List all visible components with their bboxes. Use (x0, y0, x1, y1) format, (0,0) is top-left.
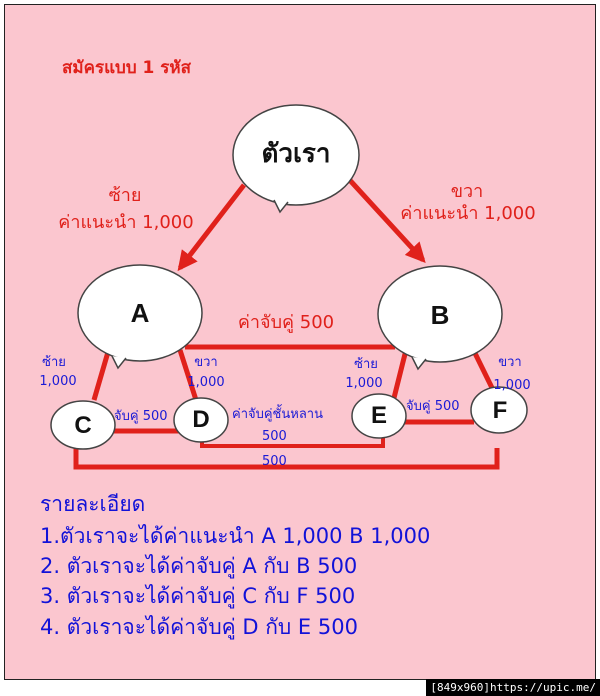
label-left-side: ซ้าย (108, 185, 142, 206)
details-line-1: 1.ตัวเราจะได้ค่าแนะนำ A 1,000 B 1,000 (40, 524, 431, 548)
node-self (232, 104, 360, 214)
node-b-label: B (430, 300, 450, 330)
node-c (50, 400, 116, 450)
image-host-watermark: [849x960]https://upic.me/ (426, 679, 600, 696)
node-a-label: A (130, 298, 150, 328)
label-a-left-fee: 1,000 (39, 374, 77, 389)
line-a-c (91, 351, 111, 401)
label-left-fee: ค่าแนะนำ 1,000 (58, 212, 194, 233)
node-b (377, 265, 503, 371)
label-b-right-side: ขวา (498, 355, 522, 370)
label-ef-pair: จับคู่ 500 (406, 399, 460, 414)
details-line-3: 3. ตัวเราจะได้ค่าจับคู่ C กับ F 500 (40, 584, 356, 608)
node-f (470, 386, 528, 434)
details-title: รายละเอียด (40, 492, 146, 516)
line-a-d (177, 349, 199, 401)
node-c-label: C (74, 412, 92, 439)
label-b-left-fee: 1,000 (345, 376, 383, 391)
node-d (173, 397, 229, 443)
label-de-value: 500 (262, 429, 287, 444)
label-cd-pair: จับคู่ 500 (114, 409, 168, 424)
node-f-label: F (492, 397, 508, 424)
diagram-header: สมัครแบบ 1 รหัส (62, 58, 192, 78)
line-c-f (73, 448, 500, 470)
details-line-4: 4. ตัวเราจะได้ค่าจับคู่ D กับ E 500 (40, 615, 358, 639)
label-a-right-fee: 1,000 (187, 375, 225, 390)
arrow-self-to-b (344, 174, 426, 263)
node-a (77, 264, 203, 370)
line-b-e (391, 349, 409, 399)
label-cf-value: 500 (262, 454, 287, 469)
label-right-side: ขวา (450, 181, 484, 202)
label-b-left-side: ซ้าย (354, 357, 378, 372)
label-right-fee: ค่าแนะนำ 1,000 (400, 203, 536, 224)
label-ab-pair: ค่าจับคู่ 500 (237, 312, 335, 333)
label-b-right-fee: 1,000 (493, 378, 531, 393)
label-level-pair: ค่าจับคู่ชั้นหลาน (232, 407, 323, 422)
node-e-label: E (370, 402, 387, 429)
arrow-self-to-a (177, 183, 246, 272)
line-d-e (200, 436, 385, 448)
node-e (351, 393, 407, 439)
details-line-2: 2. ตัวเราจะได้ค่าจับคู่ A กับ B 500 (40, 554, 358, 578)
label-a-left-side: ซ้าย (42, 355, 66, 370)
node-self-label: ตัวเรา (261, 139, 331, 169)
node-d-label: D (192, 406, 210, 433)
label-a-right-side: ขวา (194, 355, 218, 370)
